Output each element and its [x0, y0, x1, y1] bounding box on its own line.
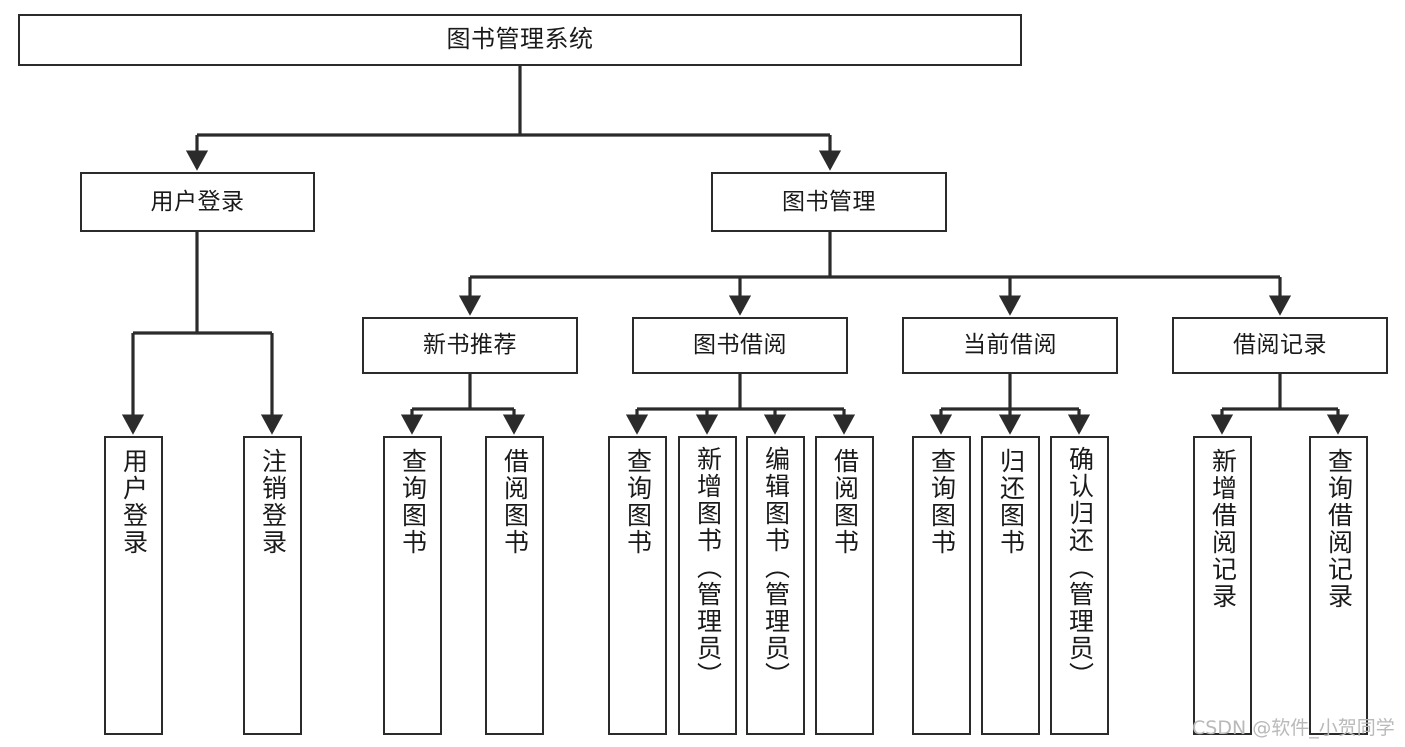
node-root-system[interactable]: 图书管理系统 [18, 14, 1022, 66]
node-book-management[interactable]: 图书管理 [711, 172, 947, 232]
node-label: 图书管理系统 [446, 25, 594, 54]
leaf-borrow-edit-book-admin[interactable]: 编辑图书（管理员） [746, 436, 805, 735]
leaf-user-login-logout[interactable]: 注销登录 [243, 436, 302, 735]
node-label: 新增借阅记录 [1208, 448, 1238, 610]
leaf-borrow-query-book[interactable]: 查询图书 [608, 436, 667, 735]
leaf-current-query-book[interactable]: 查询图书 [912, 436, 971, 735]
node-new-book-recommend[interactable]: 新书推荐 [362, 317, 578, 374]
node-book-borrow[interactable]: 图书借阅 [632, 317, 848, 374]
node-label: 用户登录 [119, 448, 149, 556]
node-label: 新书推荐 [423, 332, 517, 359]
node-label: 用户登录 [150, 188, 245, 215]
node-label: 新增图书（管理员） [693, 446, 723, 689]
node-label: 归还图书 [996, 448, 1026, 556]
node-label: 确认归还（管理员） [1065, 446, 1095, 689]
node-label: 当前借阅 [963, 332, 1057, 359]
node-label: 借阅图书 [830, 448, 860, 556]
leaf-user-login-login[interactable]: 用户登录 [104, 436, 163, 735]
node-label: 图书管理 [782, 188, 876, 215]
leaf-recommend-borrow-book[interactable]: 借阅图书 [485, 436, 544, 735]
leaf-record-query-record[interactable]: 查询借阅记录 [1309, 436, 1368, 735]
leaf-borrow-add-book-admin[interactable]: 新增图书（管理员） [678, 436, 737, 735]
node-label: 查询图书 [398, 448, 428, 556]
leaf-recommend-query-book[interactable]: 查询图书 [383, 436, 442, 735]
node-borrow-record[interactable]: 借阅记录 [1172, 317, 1388, 374]
leaf-current-return-book[interactable]: 归还图书 [981, 436, 1040, 735]
node-label: 查询图书 [927, 448, 957, 556]
node-label: 查询图书 [623, 448, 653, 556]
leaf-record-add-record[interactable]: 新增借阅记录 [1193, 436, 1252, 735]
node-current-borrow[interactable]: 当前借阅 [902, 317, 1118, 374]
node-label: 注销登录 [258, 448, 288, 556]
node-label: 图书借阅 [693, 332, 787, 359]
leaf-borrow-borrow-book[interactable]: 借阅图书 [815, 436, 874, 735]
node-label: 借阅记录 [1233, 332, 1327, 359]
csdn-watermark: CSDN @软件_小贺同学 [1192, 717, 1395, 739]
node-user-login[interactable]: 用户登录 [80, 172, 315, 232]
node-label: 编辑图书（管理员） [761, 446, 791, 689]
node-label: 借阅图书 [500, 448, 530, 556]
leaf-current-confirm-return-admin[interactable]: 确认归还（管理员） [1050, 436, 1109, 735]
node-label: 查询借阅记录 [1324, 448, 1354, 610]
